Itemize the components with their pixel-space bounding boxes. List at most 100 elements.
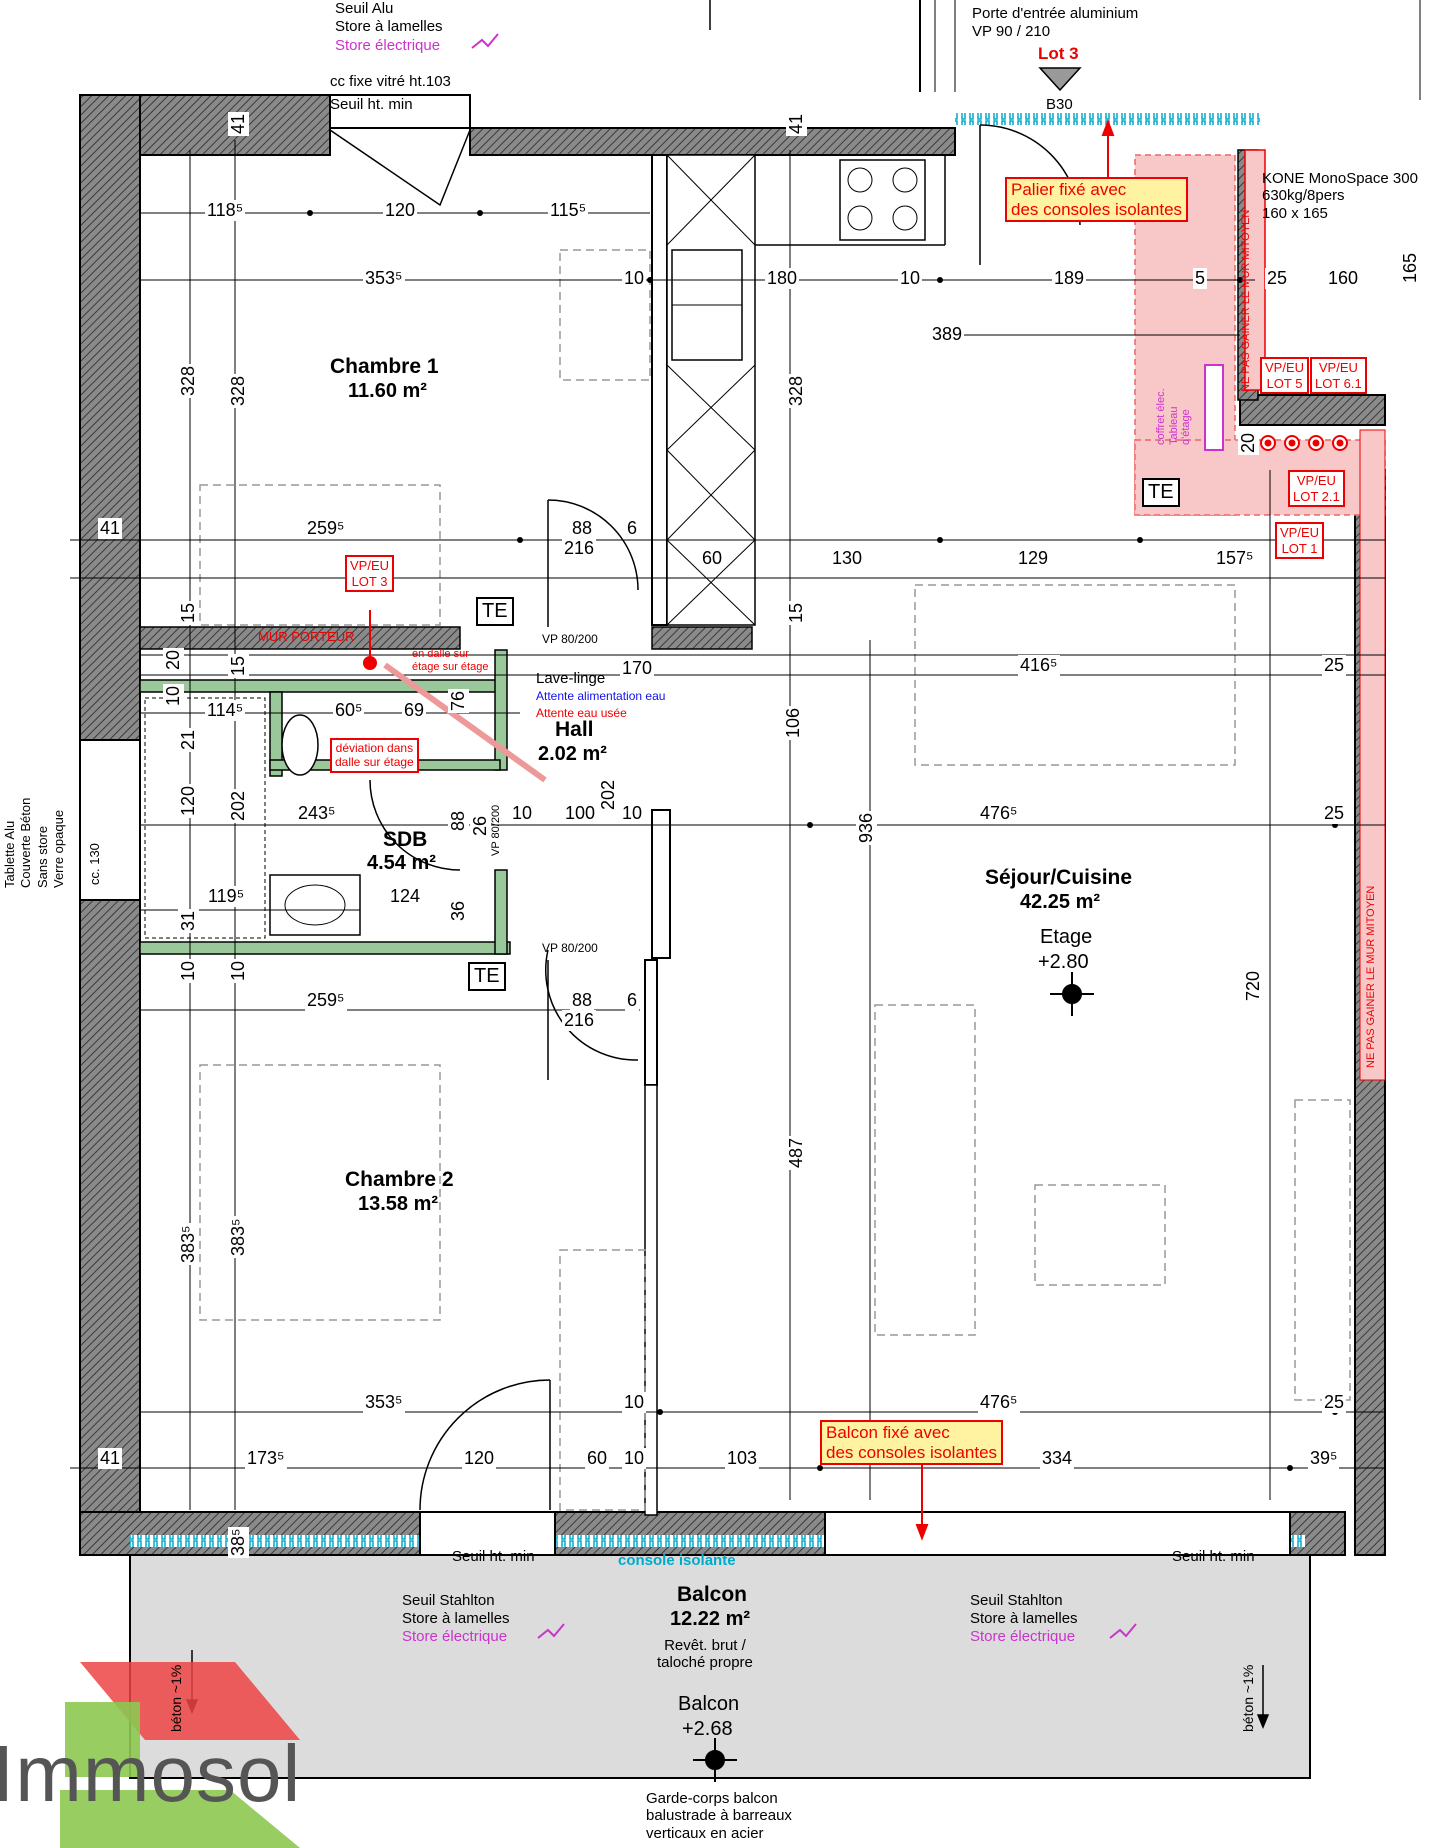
- dim-103: 103: [725, 1448, 760, 1469]
- dim-936: 936: [856, 810, 877, 845]
- dim-60-sdb: 60⁵: [333, 700, 365, 721]
- washbasin: [269, 874, 361, 936]
- level-marker-balcon: [693, 1738, 737, 1782]
- label-cc-fixe: cc fixe vitré ht.103: [330, 73, 451, 90]
- dim-10-sdb: 10: [163, 683, 184, 708]
- dim-383-b: 383⁵: [228, 1216, 249, 1258]
- dim-487: 487: [786, 1135, 807, 1170]
- wall-green-4: [494, 869, 508, 955]
- label-attente-eau: Attente eau usée: [536, 706, 627, 720]
- wall-interior-vertical: [651, 154, 668, 626]
- dim-129: 129: [1016, 548, 1051, 569]
- balcony-slab: [129, 1547, 1311, 1779]
- tag-vpeu-lot61: VP/EU LOT 6.1: [1310, 357, 1367, 395]
- dim-21: 21: [178, 727, 199, 752]
- label-attente-alim: Attente alimentation eau: [536, 689, 666, 703]
- window-balcony-left: [419, 1511, 556, 1556]
- dim-124: 124: [388, 886, 423, 907]
- dim-69: 69: [402, 700, 427, 721]
- dim-6-top: 6: [625, 518, 640, 539]
- dim-31: 31: [178, 908, 199, 933]
- label-ne-pas-gainer-top: NE PAS GAINER LE MUR MITOYEN: [1240, 209, 1252, 392]
- window-chambre1: [329, 94, 471, 129]
- tag-vpeu-lot3: VP/EU LOT 3: [345, 555, 395, 593]
- dim-353-top: 353⁵: [363, 268, 405, 289]
- tag-vpeu-lot5: VP/EU LOT 5: [1260, 357, 1310, 395]
- top-store-lamelles: Store à lamelles: [335, 18, 443, 35]
- dim-216-top: 216: [562, 538, 597, 559]
- room-area-sejour: 42.25 m²: [1020, 891, 1101, 913]
- label-store-lamelles-right: Store à lamelles: [970, 1610, 1078, 1627]
- dim-10-bottom-b: 10: [622, 1448, 647, 1469]
- dim-41-mid: 41: [98, 518, 123, 539]
- dim-160: 160: [1326, 268, 1361, 289]
- te-box-chambre2: TE: [468, 962, 506, 991]
- dim-10-top: 10: [622, 268, 647, 289]
- room-area-balcon: 12.22 m²: [670, 1608, 751, 1630]
- dim-389: 389: [930, 324, 965, 345]
- room-area-chambre2: 13.58 m²: [358, 1193, 439, 1215]
- door-chambre1-swing: [547, 499, 639, 591]
- dim-39: 39⁵: [1308, 1448, 1340, 1469]
- label-lave-linge: Lave-linge: [536, 670, 606, 687]
- label-beton-left: béton ~1%: [168, 1664, 184, 1732]
- room-name-chambre2: Chambre 2: [345, 1168, 454, 1191]
- tag-vpeu-lot21: VP/EU LOT 2.1: [1288, 470, 1345, 508]
- dim-328-c: 328: [786, 373, 807, 408]
- dim-10-hall-a: 10: [510, 803, 535, 824]
- dim-88-bottom: 88: [570, 990, 595, 1011]
- dim-353-bottom: 353⁵: [363, 1392, 405, 1413]
- cabinet-east: [1294, 1099, 1351, 1401]
- wall-green-3: [494, 649, 508, 771]
- label-vp80-sdb: VP 80/200: [490, 804, 502, 856]
- dim-38: 38⁵: [228, 1526, 249, 1558]
- dim-25-mid: 25: [1322, 803, 1347, 824]
- room-name-balcon: Balcon: [677, 1583, 748, 1606]
- logo-green-square: [65, 1702, 140, 1777]
- label-lot3: Lot 3: [1038, 44, 1079, 63]
- dim-120-v: 120: [178, 783, 199, 818]
- sofa: [874, 1004, 976, 1336]
- label-balcon-fixe: Balcon fixé avec des consoles isolantes: [820, 1420, 1004, 1466]
- label-ne-pas-gainer-east: NE PAS GAINER LE MUR MITOYEN: [1365, 885, 1377, 1068]
- tag-deviation: déviation dans dalle sur étage: [330, 738, 419, 773]
- dim-120: 120: [383, 200, 418, 221]
- dim-202-a: 202: [228, 788, 249, 823]
- dim-243: 243⁵: [296, 803, 338, 824]
- wall-green-2: [139, 941, 511, 955]
- door-sdb-swing: [369, 779, 461, 871]
- dim-25-table: 25: [1322, 655, 1347, 676]
- dim-20-sdb: 20: [163, 647, 184, 672]
- tech-column-east: [1359, 429, 1386, 1081]
- logo-green-band: [60, 1790, 300, 1848]
- dim-5: 5: [1193, 268, 1208, 289]
- dim-720: 720: [1243, 968, 1264, 1003]
- dim-115: 115⁵: [548, 200, 589, 221]
- room-name-hall: Hall: [555, 718, 594, 741]
- dim-180: 180: [765, 268, 800, 289]
- bed-chambre1: [199, 484, 441, 626]
- dim-20-tech: 20: [1238, 430, 1259, 455]
- top-seuil-alu: Seuil Alu: [335, 0, 394, 17]
- dim-259-bottom: 259⁵: [305, 990, 347, 1011]
- dim-114: 114⁵: [205, 700, 246, 721]
- dim-15-a: 15: [178, 600, 199, 625]
- door-balcony-swing: [419, 1379, 551, 1511]
- dim-130: 130: [830, 548, 865, 569]
- dim-259-top: 259⁵: [305, 518, 347, 539]
- window-ch1-swing: [329, 129, 471, 207]
- level-value-balcon: +2.68: [682, 1718, 733, 1740]
- dim-25-lift: 25: [1265, 268, 1290, 289]
- dim-36: 36: [448, 898, 469, 923]
- label-seuil-balcony-left: Seuil ht. min: [452, 1548, 535, 1565]
- dim-157: 157⁵: [1214, 548, 1256, 569]
- console-strip-top: [955, 113, 1260, 125]
- logo-wordmark: Immosol: [0, 1729, 302, 1818]
- dim-216-bottom: 216: [562, 1010, 597, 1031]
- coffret-box: [1204, 364, 1224, 451]
- label-beton-right: béton ~1%: [1240, 1664, 1256, 1732]
- level-marker-etage: [1050, 972, 1094, 1016]
- lot-marker-triangle: [1038, 67, 1082, 92]
- dim-6-bottom: 6: [625, 990, 640, 1011]
